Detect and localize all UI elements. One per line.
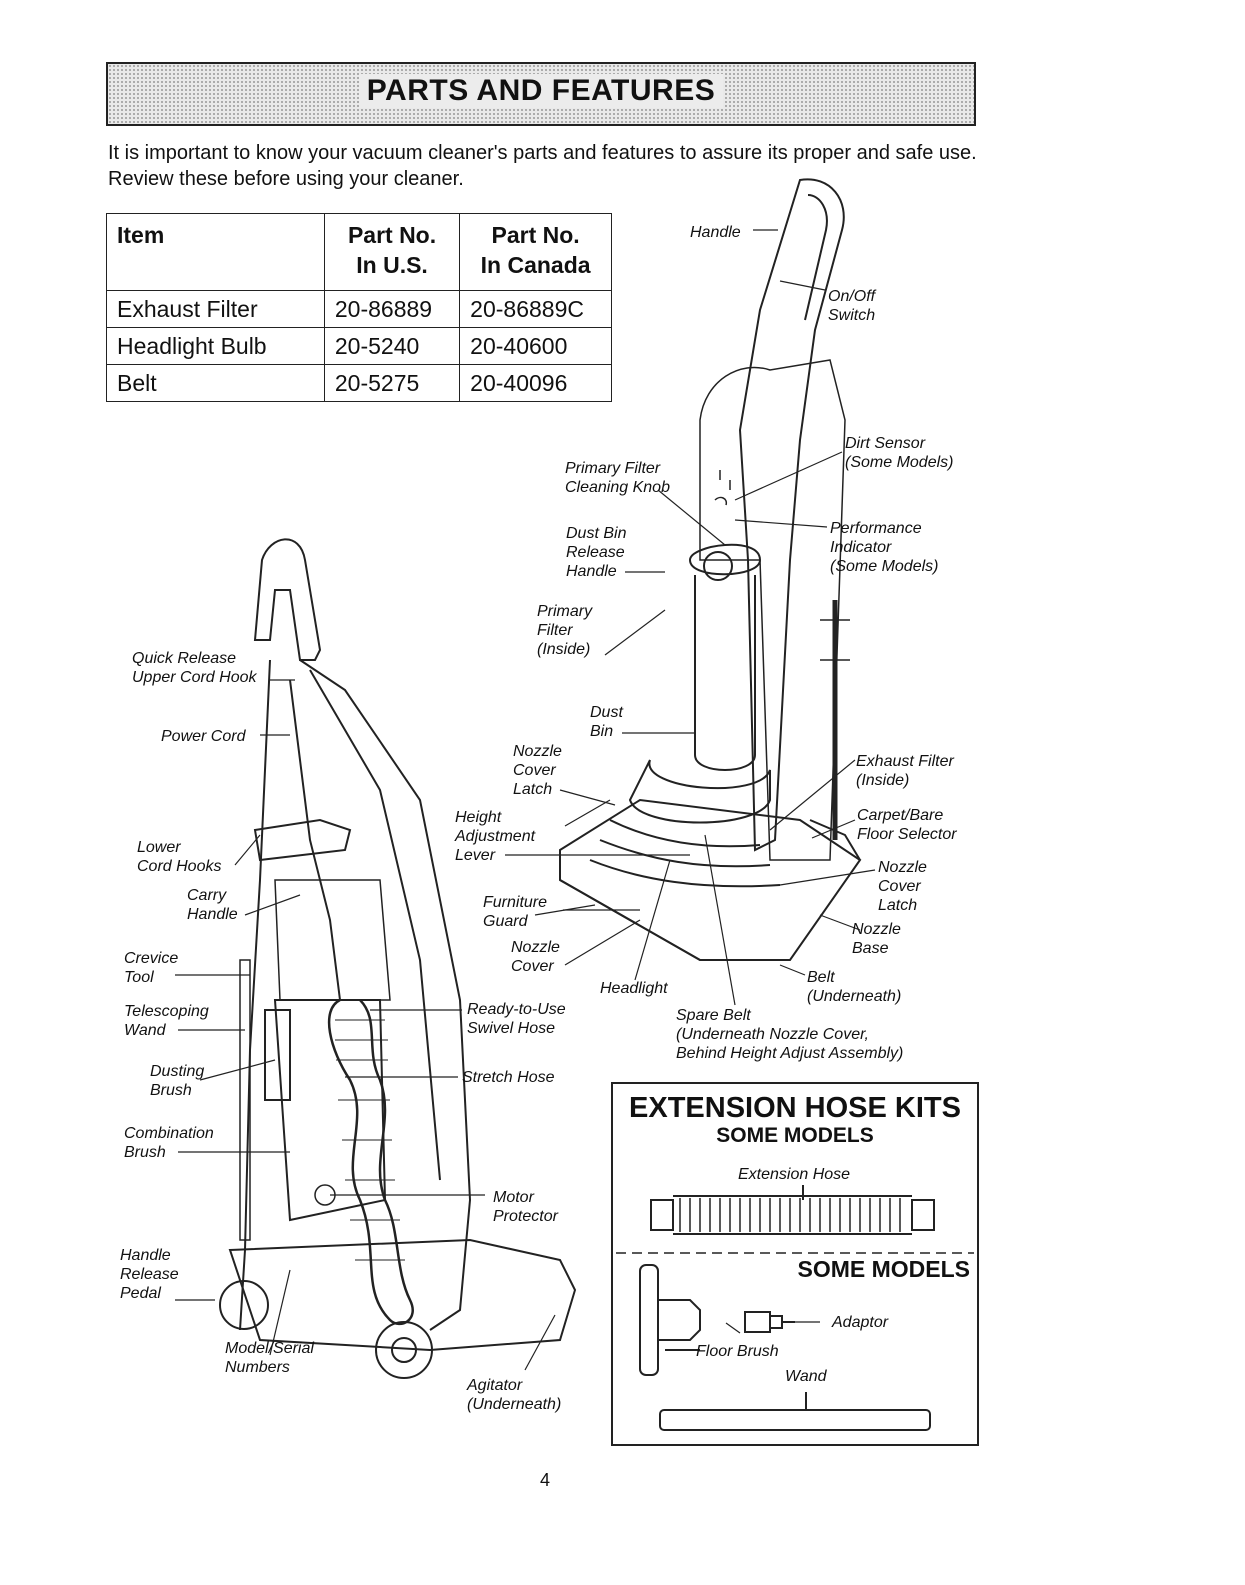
- header-part-us: Part No.In U.S.: [323, 213, 461, 291]
- page-banner: PARTS AND FEATURES: [106, 62, 976, 126]
- parts-table: Item Part No.In U.S. Part No.In Canada E…: [106, 213, 612, 402]
- label-exhaust-filter: Exhaust Filter (Inside): [856, 753, 954, 789]
- label-primary-filter: Primary Filter (Inside): [537, 603, 593, 658]
- label-headlight: Headlight: [600, 980, 668, 997]
- label-dirt-sensor: Dirt Sensor (Some Models): [845, 435, 954, 471]
- table-cell: 20-86889: [323, 290, 461, 328]
- label-motor-protector: Motor Protector: [493, 1189, 558, 1225]
- label-agitator: Agitator (Underneath): [467, 1377, 562, 1413]
- kit-subtitle-2: SOME MODELS: [797, 1256, 970, 1282]
- label-carry-handle: Carry Handle: [187, 887, 238, 923]
- header-part-canada: Part No.In Canada: [459, 213, 612, 291]
- label-quick-release-hook: Quick Release Upper Cord Hook: [132, 650, 257, 686]
- intro-paragraph: It is important to know your vacuum clea…: [108, 142, 977, 190]
- table-cell: 20-5275: [323, 364, 461, 402]
- label-adaptor: Adaptor: [832, 1314, 889, 1331]
- label-nozzle-base: Nozzle Base: [852, 921, 901, 957]
- label-wand: Wand: [785, 1368, 827, 1385]
- kit-panel: [611, 1082, 979, 1446]
- extension-hose-drawing: [650, 1185, 935, 1235]
- table-cell: 20-5240: [323, 327, 461, 365]
- label-belt: Belt (Underneath): [807, 969, 902, 1005]
- label-height-adjustment: Height Adjustment Lever: [455, 809, 536, 864]
- front-vacuum-drawing: [559, 178, 862, 961]
- label-floor-brush: Floor Brush: [696, 1343, 779, 1360]
- label-model-serial: Model/Serial Numbers: [225, 1340, 314, 1376]
- table-cell: Belt: [106, 364, 325, 402]
- label-lower-cord-hooks: Lower Cord Hooks: [137, 839, 222, 875]
- table-cell: Headlight Bulb: [106, 327, 325, 365]
- table-cell: Exhaust Filter: [106, 290, 325, 328]
- page-number: 4: [539, 1470, 550, 1490]
- table-row: Headlight Bulb 20-5240 20-40600: [106, 327, 612, 365]
- label-nozzle-cover-latch-left: Nozzle Cover Latch: [513, 743, 562, 798]
- label-spare-belt: Spare Belt (Underneath Nozzle Cover, Beh…: [676, 1007, 904, 1062]
- table-row: Belt 20-5275 20-40096: [106, 364, 612, 402]
- label-telescoping-wand: Telescoping Wand: [124, 1003, 209, 1039]
- label-stretch-hose: Stretch Hose: [462, 1069, 555, 1086]
- label-dusting-brush: Dusting Brush: [150, 1063, 205, 1099]
- label-dust-bin-release: Dust Bin Release Handle: [566, 525, 627, 580]
- floor-brush-drawing: [639, 1264, 931, 1431]
- rear-vacuum-drawing: [219, 538, 577, 1379]
- label-combination-brush: Combination Brush: [124, 1125, 214, 1161]
- label-crevice-tool: Crevice Tool: [124, 950, 179, 986]
- kit-subtitle: SOME MODELS: [716, 1124, 874, 1147]
- callout-leaders: [175, 229, 876, 1371]
- label-performance-indicator: Performance Indicator (Some Models): [830, 520, 939, 575]
- label-carpet-selector: Carpet/Bare Floor Selector: [857, 807, 957, 843]
- label-extension-hose: Extension Hose: [738, 1166, 851, 1183]
- table-cell: 20-40600: [459, 327, 612, 365]
- label-primary-filter-knob: Primary Filter Cleaning Knob: [565, 460, 670, 496]
- label-ready-to-use-hose: Ready-to-Use Swivel Hose: [467, 1001, 566, 1037]
- page-title: PARTS AND FEATURES: [358, 74, 724, 108]
- label-nozzle-cover-latch-right: Nozzle Cover Latch: [878, 859, 927, 914]
- table-cell: 20-40096: [459, 364, 612, 402]
- label-handle: Handle: [690, 224, 741, 241]
- label-on-off-switch: On/Off Switch: [828, 288, 876, 324]
- label-furniture-guard: Furniture Guard: [483, 894, 548, 930]
- label-handle-release-pedal: Handle Release Pedal: [120, 1247, 179, 1302]
- label-nozzle-cover: Nozzle Cover: [511, 939, 560, 975]
- label-dust-bin: Dust Bin: [590, 704, 623, 740]
- label-power-cord: Power Cord: [161, 728, 246, 745]
- kit-title: EXTENSION HOSE KITS: [629, 1092, 961, 1124]
